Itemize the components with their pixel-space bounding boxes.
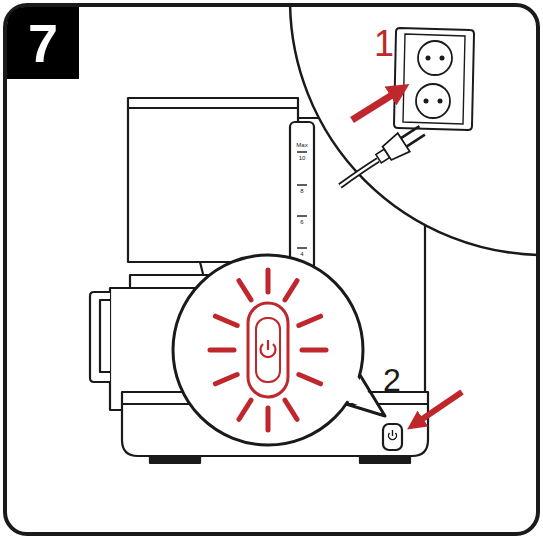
carafe-handle [90, 292, 110, 382]
level-mark: 6 [300, 219, 303, 225]
foot [360, 456, 410, 463]
power-button [383, 424, 402, 450]
wall-outlet [394, 28, 474, 130]
gauge-ticks [297, 152, 307, 248]
power-cord [340, 160, 378, 186]
zoomed-button [248, 303, 288, 397]
callout-number: 2 [383, 364, 401, 396]
plug-inset [290, 5, 538, 255]
glow-rays [210, 270, 326, 430]
level-mark: 8 [300, 188, 303, 194]
socket [418, 41, 452, 75]
level-mark: 10 [299, 155, 306, 161]
pointer-arrow [352, 90, 400, 120]
level-mark: Max [296, 142, 307, 148]
step-number-box: 7 [7, 7, 79, 79]
tank-lid-line [128, 107, 298, 109]
water-tank [128, 98, 298, 262]
foot [150, 456, 200, 463]
coffee-maker [90, 98, 428, 463]
zoom-bubble [173, 255, 385, 445]
callout-number: 1 [374, 26, 394, 62]
level-mark: 4 [300, 251, 303, 257]
carafe-handle-inner [100, 300, 110, 372]
plug [373, 121, 429, 168]
pointer-arrow [415, 392, 462, 424]
socket [416, 84, 450, 118]
frame-ground [5, 5, 538, 534]
step-number: 7 [28, 16, 58, 70]
frame [5, 5, 538, 534]
water-gauge [290, 122, 314, 272]
